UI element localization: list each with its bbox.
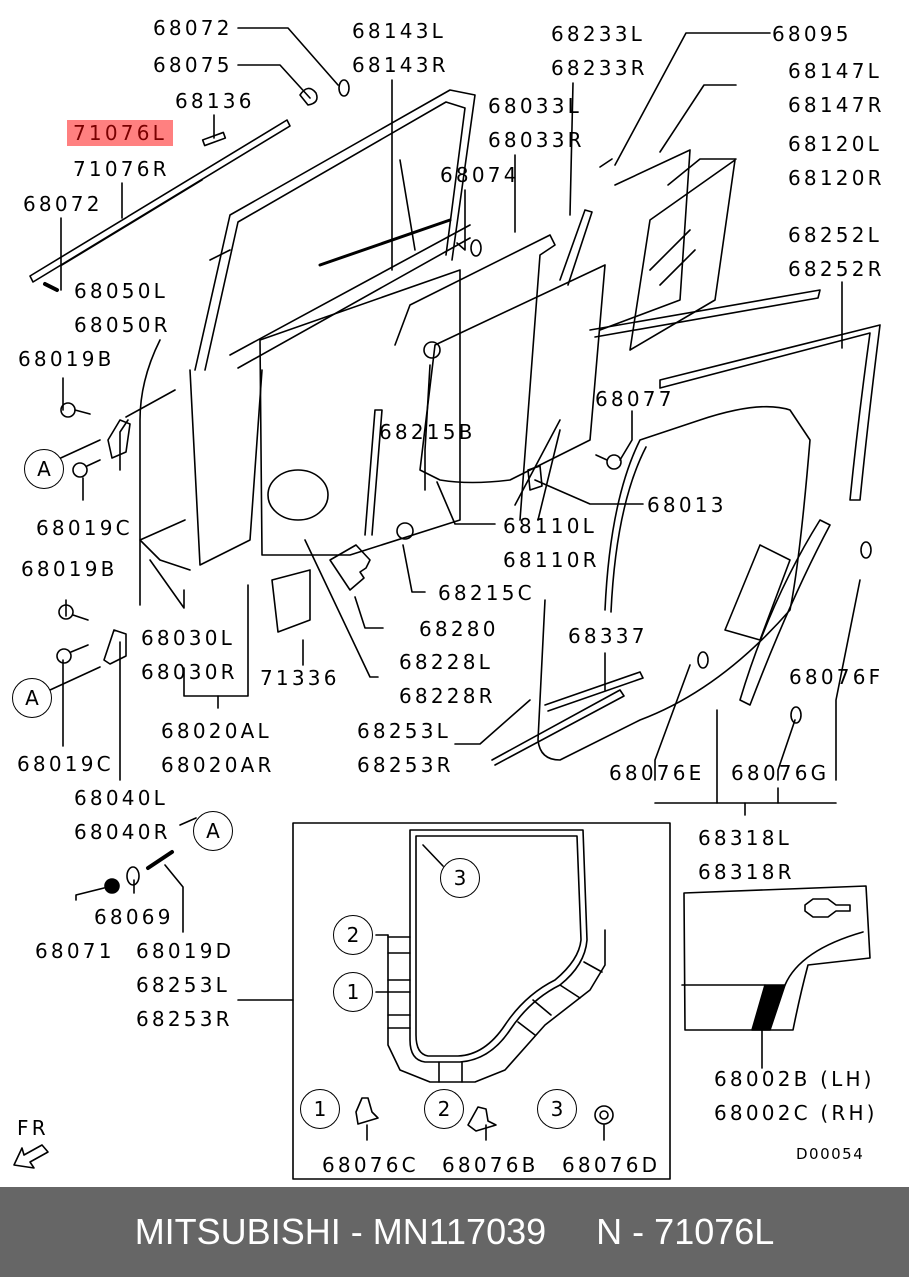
callout-68072-left: 68072 bbox=[23, 192, 103, 216]
callout-68253L-left: 68253L bbox=[136, 973, 230, 997]
front-direction-label: FR bbox=[17, 1116, 49, 1140]
parts-diagram: 68072 68075 68136 71076L 71076R 68072 68… bbox=[12, 16, 885, 1180]
callout-68033R: 68033R bbox=[488, 128, 585, 152]
glass-run-channels bbox=[364, 209, 644, 766]
callout-68252L: 68252L bbox=[788, 223, 882, 247]
inset-marker-1: 1 bbox=[333, 972, 373, 1012]
callout-68002B-LH: 68002B (LH) bbox=[714, 1067, 875, 1091]
footer-ref-number: 71076L bbox=[654, 1211, 775, 1252]
callout-68072-top: 68072 bbox=[153, 16, 233, 40]
inset-marker-2: 2 bbox=[333, 915, 373, 955]
callout-68136: 68136 bbox=[175, 89, 255, 113]
reference-marker-a-upper: A bbox=[24, 449, 64, 489]
callout-68215B: 68215B bbox=[379, 420, 476, 444]
inset-marker-3: 3 bbox=[440, 858, 480, 898]
callout-68033L: 68033L bbox=[488, 94, 582, 118]
reference-marker-a-lower: A bbox=[12, 678, 52, 718]
callout-71076R: 71076R bbox=[73, 157, 170, 181]
callout-68076C: 68076C bbox=[322, 1153, 419, 1177]
callout-68050L: 68050L bbox=[74, 279, 168, 303]
door-panel-68002 bbox=[681, 885, 871, 1031]
callout-68233L: 68233L bbox=[551, 22, 645, 46]
callout-68228R: 68228R bbox=[399, 684, 496, 708]
callout-68013: 68013 bbox=[647, 493, 727, 517]
pillar-trim-68318 bbox=[697, 519, 872, 724]
callout-68040L: 68040L bbox=[74, 786, 168, 810]
clip-marker-2: 2 bbox=[424, 1089, 464, 1129]
callout-68002C-RH: 68002C (RH) bbox=[714, 1101, 878, 1125]
belt-moulding-71076 bbox=[29, 119, 291, 292]
footer-ref-prefix: N bbox=[596, 1211, 623, 1252]
callout-68318R: 68318R bbox=[698, 860, 795, 884]
part-info-footer: MITSUBISHI - MN117039 N - 71076L bbox=[0, 1187, 909, 1277]
door-glass bbox=[394, 149, 736, 521]
callout-68076G: 68076G bbox=[731, 761, 830, 785]
callout-68143L: 68143L bbox=[352, 19, 446, 43]
callout-68233R: 68233R bbox=[551, 56, 648, 80]
callout-68120L: 68120L bbox=[788, 132, 882, 156]
callout-68120R: 68120R bbox=[788, 166, 885, 190]
callout-68110R: 68110R bbox=[503, 548, 600, 572]
callout-68019D: 68019D bbox=[136, 939, 235, 963]
callout-68253L-mid: 68253L bbox=[357, 719, 451, 743]
callout-68020AL: 68020AL bbox=[161, 719, 272, 743]
footer-gap bbox=[546, 1211, 596, 1253]
callout-68280: 68280 bbox=[419, 617, 499, 641]
clip-marker-3: 3 bbox=[537, 1089, 577, 1129]
callout-68076B: 68076B bbox=[442, 1153, 539, 1177]
clip-marker-1: 1 bbox=[300, 1089, 340, 1129]
callout-68147L: 68147L bbox=[788, 59, 882, 83]
callout-68071: 68071 bbox=[35, 939, 115, 963]
callout-68253R-mid: 68253R bbox=[357, 753, 454, 777]
callout-68076E: 68076E bbox=[609, 761, 705, 785]
callout-68253R-left: 68253R bbox=[136, 1007, 233, 1031]
callout-68337: 68337 bbox=[568, 624, 648, 648]
callout-68215C: 68215C bbox=[438, 581, 535, 605]
door-frame bbox=[139, 79, 476, 571]
callout-68074: 68074 bbox=[440, 163, 520, 187]
hardware-parts bbox=[56, 158, 622, 894]
callout-68147R: 68147R bbox=[788, 93, 885, 117]
callout-68019C-lower: 68019C bbox=[17, 752, 114, 776]
footer-part-number: MN117039 bbox=[372, 1211, 547, 1252]
callout-68050R: 68050R bbox=[74, 313, 171, 337]
inset-panel bbox=[292, 822, 671, 1180]
callout-68076F: 68076F bbox=[789, 665, 884, 689]
callout-68076D: 68076D bbox=[562, 1153, 661, 1177]
callout-68020AR: 68020AR bbox=[161, 753, 275, 777]
callout-68069: 68069 bbox=[94, 905, 174, 929]
callout-68040R: 68040R bbox=[74, 820, 171, 844]
callout-68252R: 68252R bbox=[788, 257, 885, 281]
callout-68019B-lower: 68019B bbox=[21, 557, 118, 581]
callout-68095: 68095 bbox=[772, 22, 852, 46]
front-direction-arrow bbox=[13, 1144, 49, 1169]
callout-68318L: 68318L bbox=[698, 826, 792, 850]
callout-68075: 68075 bbox=[153, 53, 233, 77]
reference-marker-a-bolt: A bbox=[193, 811, 233, 851]
footer-separator: - bbox=[340, 1211, 373, 1252]
diagram-linework bbox=[13, 27, 881, 1180]
drawing-code: D00054 bbox=[796, 1145, 865, 1163]
footer-ref-separator: - bbox=[622, 1211, 655, 1252]
callout-68143R: 68143R bbox=[352, 53, 449, 77]
callout-71076L-highlighted[interactable]: 71076L bbox=[67, 120, 173, 146]
callout-68030L: 68030L bbox=[141, 626, 235, 650]
footer-brand: MITSUBISHI bbox=[134, 1211, 341, 1252]
callout-68019C-upper: 68019C bbox=[36, 516, 133, 540]
callout-68110L: 68110L bbox=[503, 514, 597, 538]
callout-68228L: 68228L bbox=[399, 650, 493, 674]
callout-71336: 71336 bbox=[260, 666, 340, 690]
door-weatherstrip-68252 bbox=[537, 289, 881, 761]
callout-68077: 68077 bbox=[595, 387, 675, 411]
callout-68019B-upper: 68019B bbox=[18, 347, 115, 371]
callout-68030R: 68030R bbox=[141, 660, 238, 684]
